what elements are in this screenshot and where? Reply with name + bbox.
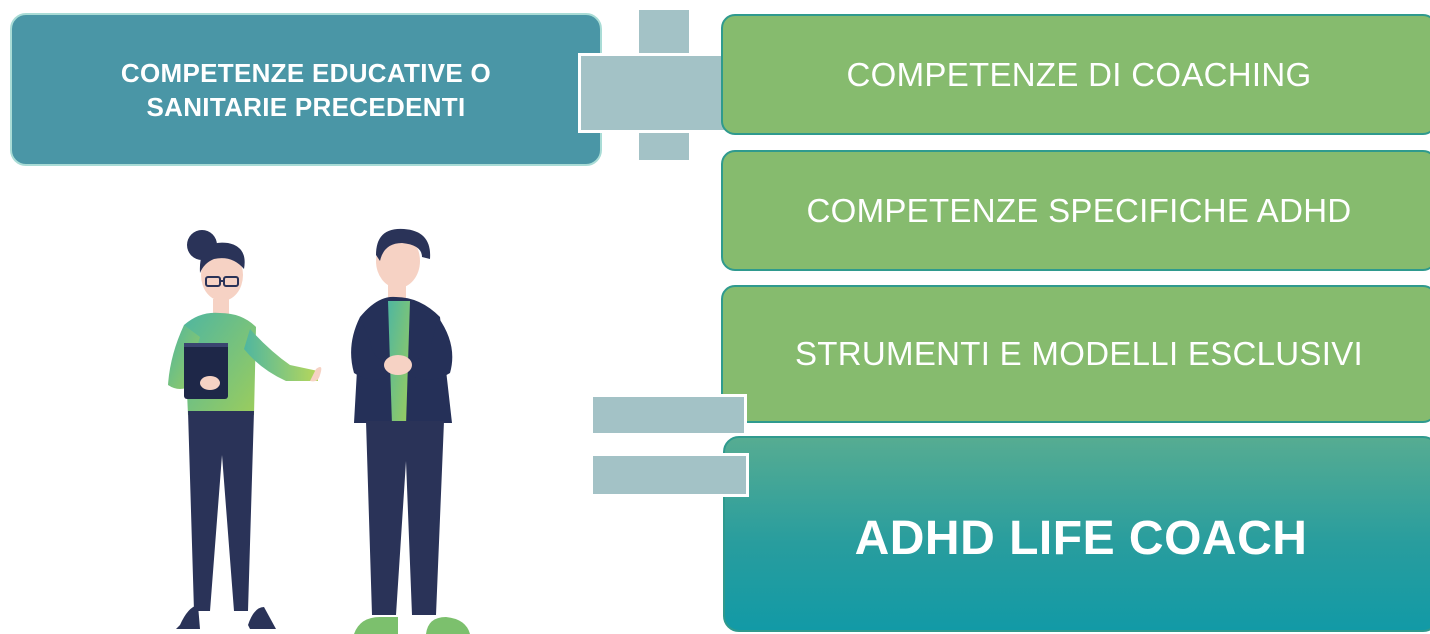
man-figure: [351, 228, 470, 634]
adhd-specific-skills-box: COMPETENZE SPECIFICHE ADHD: [721, 150, 1430, 271]
adhd-life-coach-box: ADHD LIFE COACH: [723, 436, 1430, 632]
exclusive-tools-box: STRUMENTI E MODELLI ESCLUSIVI: [721, 285, 1430, 423]
coaching-skills-box: COMPETENZE DI COACHING: [721, 14, 1430, 135]
prior-skills-box: COMPETENZE EDUCATIVE O SANITARIE PRECEDE…: [10, 13, 602, 166]
coaches-illustration: [168, 228, 470, 634]
woman-figure: [168, 230, 322, 629]
